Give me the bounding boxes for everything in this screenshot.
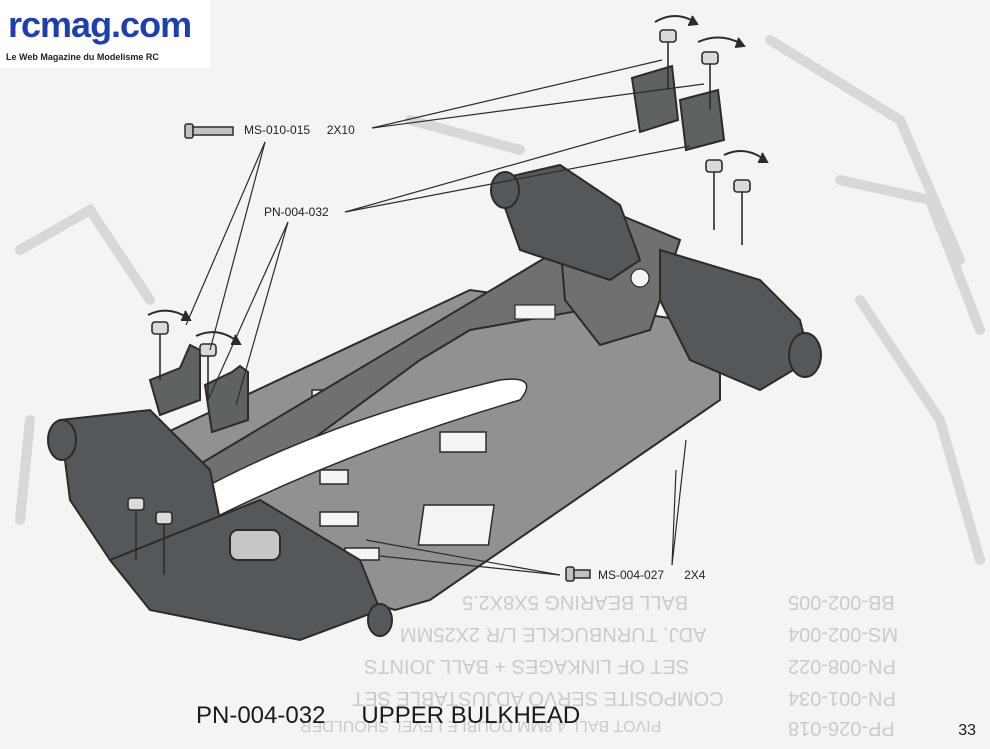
ghost-art [15, 35, 985, 565]
rcmag-logo: rcmag.com Le Web Magazine du Modelisme R… [0, 0, 210, 68]
callout-screw-short-size: 2X4 [684, 568, 706, 582]
screws [127, 29, 751, 575]
step-caption: PN-004-032 UPPER BULKHEAD [196, 702, 616, 730]
page-number: 33 [958, 722, 976, 739]
rear-gearbox [490, 163, 822, 392]
caption-title: UPPER BULKHEAD [361, 702, 581, 729]
upper-bulkhead-rear [630, 64, 726, 152]
caption-part-number: PN-004-032 [196, 702, 326, 729]
logo-tagline: Le Web Magazine du Modelisme RC [6, 52, 159, 62]
callout-screw-icons [184, 123, 591, 582]
callout-screw-short-part: MS-004-027 [598, 568, 665, 582]
drive-belt [199, 378, 528, 522]
leader-lines [185, 59, 705, 576]
front-gearbox [47, 408, 393, 642]
callout-screw-long-part: MS-010-015 [244, 123, 311, 137]
callout-bulkhead: PN-004-032 [264, 205, 329, 219]
callout-screw-long: MS-010-015 2X10 [244, 123, 355, 137]
callout-screw-short: MS-004-027 2X4 [598, 568, 705, 582]
callout-screw-long-size: 2X10 [326, 123, 355, 137]
logo-wordmark: rcmag.com [8, 4, 192, 45]
